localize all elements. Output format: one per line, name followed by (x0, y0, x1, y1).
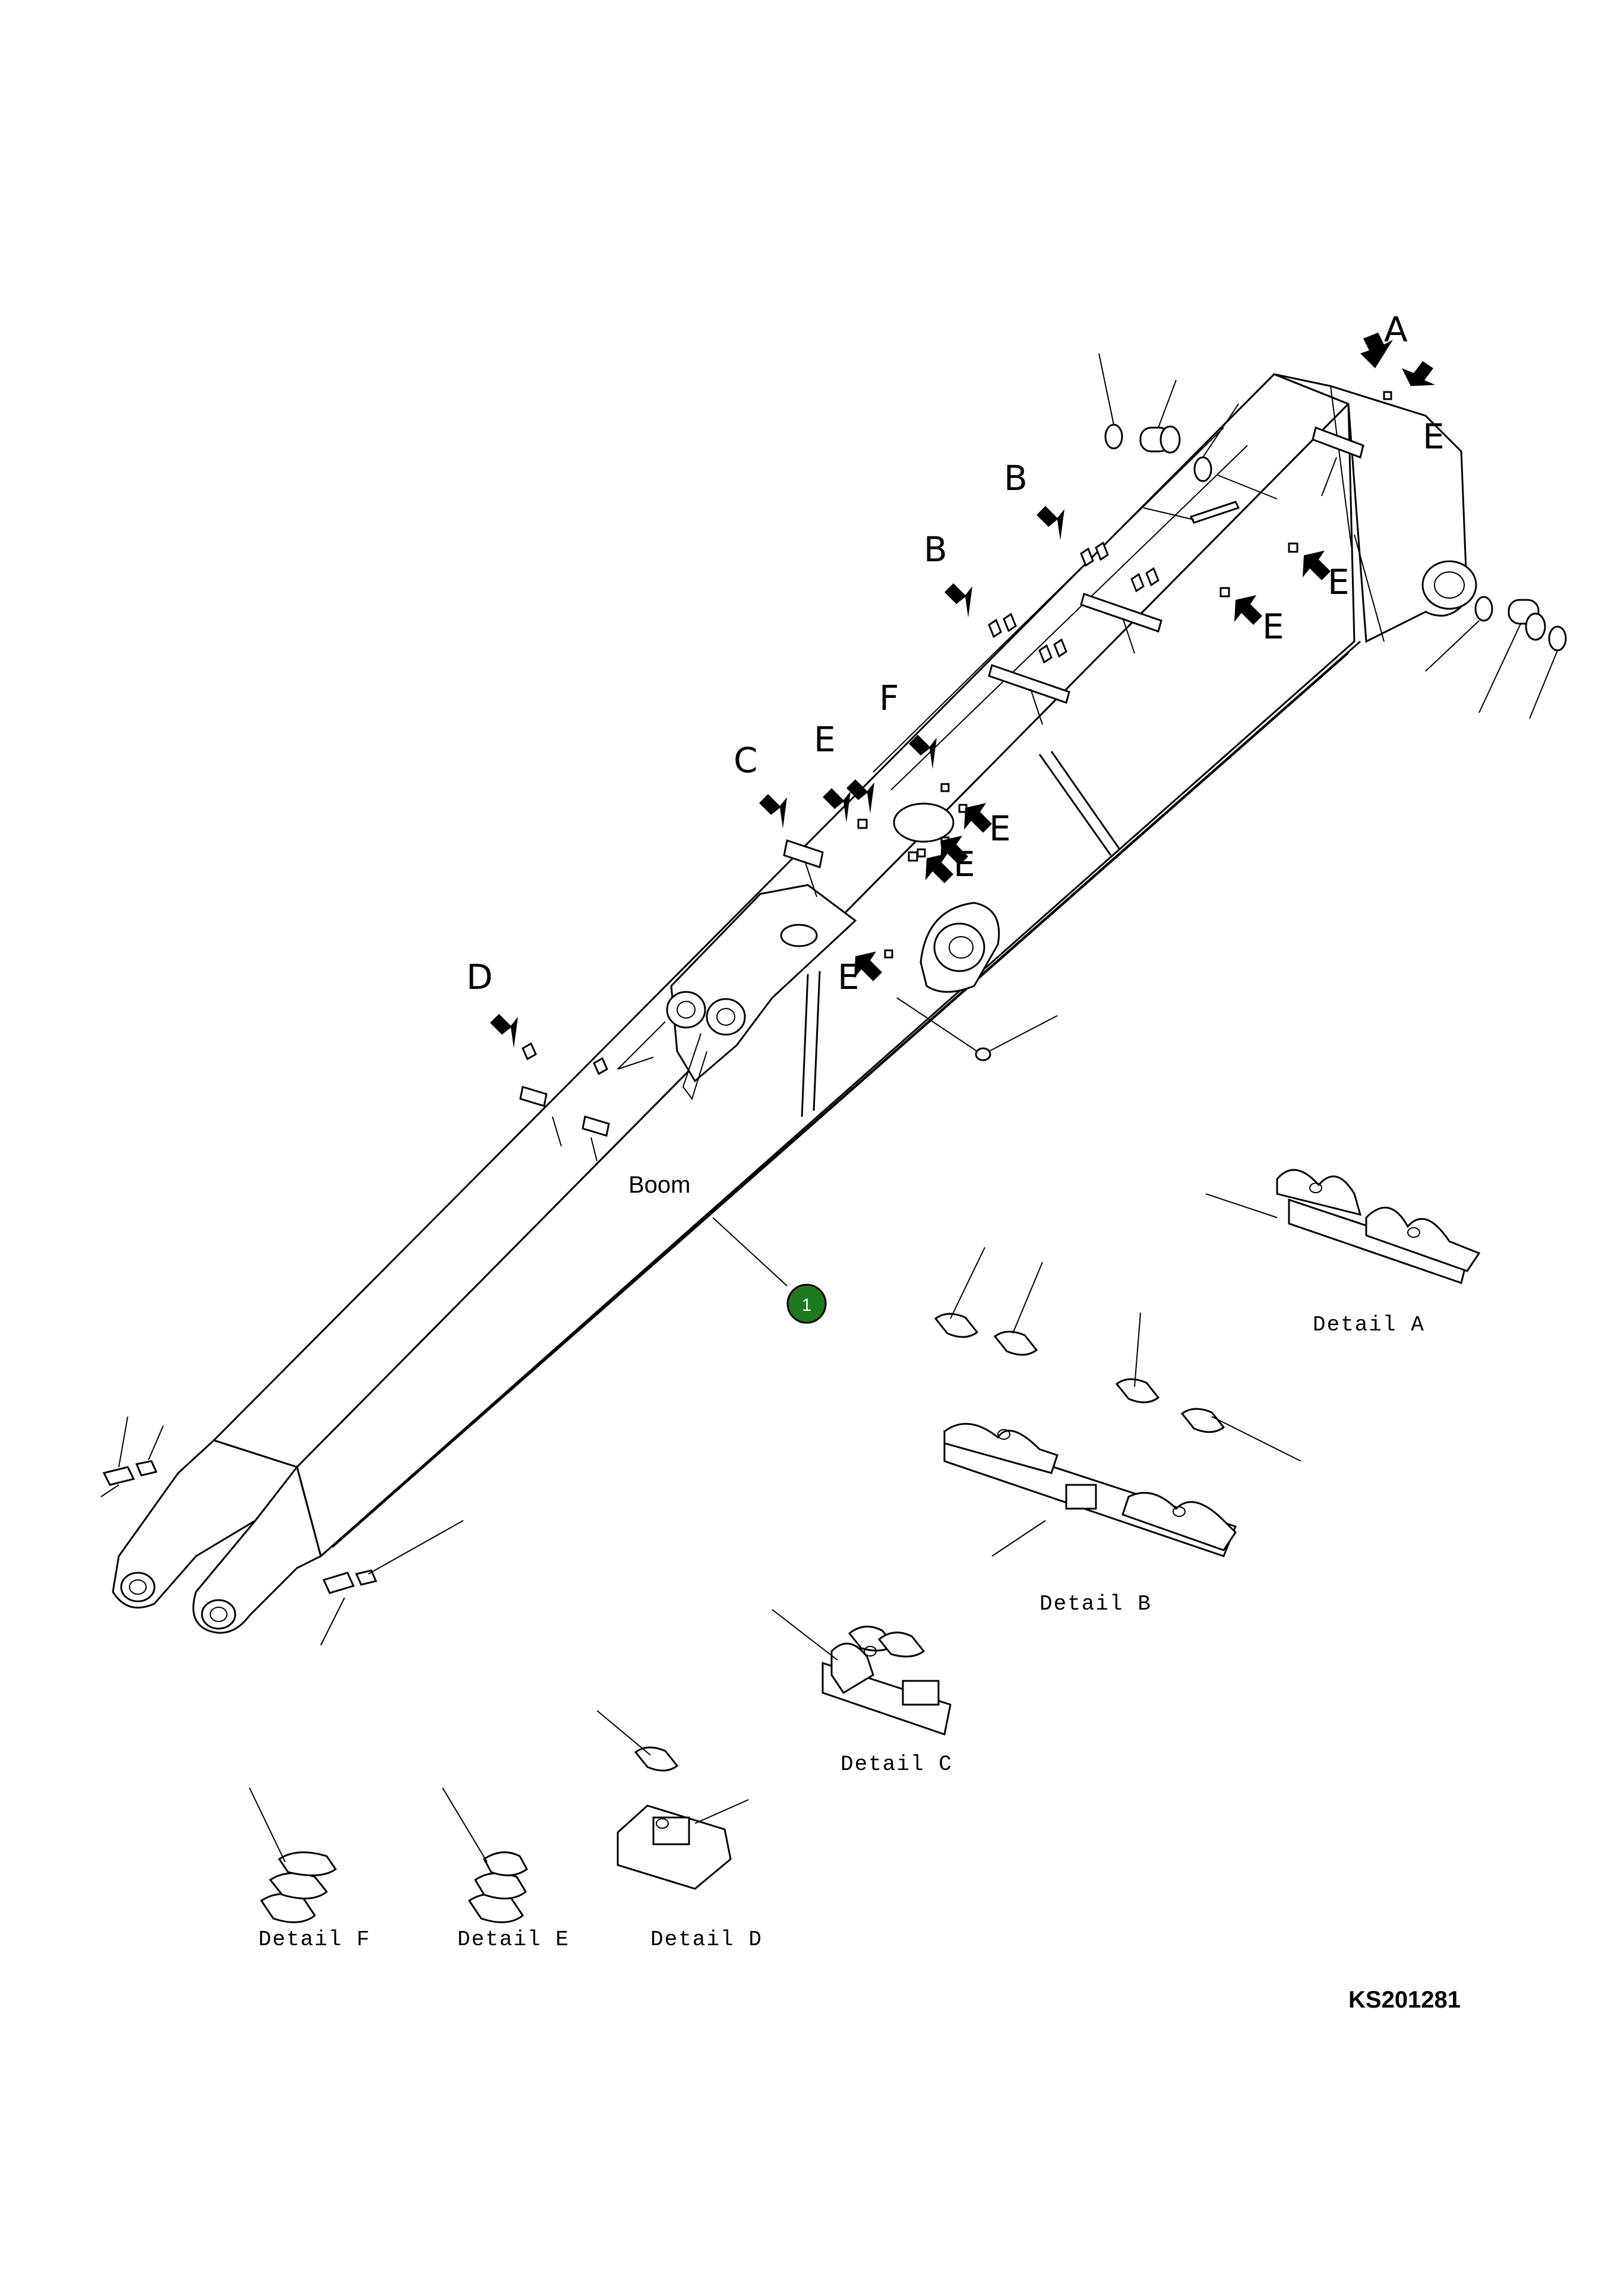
arrow-e7 (940, 836, 968, 865)
view-letter-e: E (814, 719, 836, 760)
detail-label-d: Detail D (650, 1927, 763, 1952)
arrow-e2 (1303, 551, 1331, 580)
detail-label-b: Detail B (1040, 1592, 1152, 1616)
detail-a: Detail A (1205, 1169, 1481, 1337)
callout-1[interactable]: 1 (786, 1284, 827, 1324)
arrow-e8 (925, 854, 953, 883)
arrow-e6 (964, 803, 992, 833)
view-letter-e: E (838, 957, 860, 997)
view-letter-b: B (1004, 458, 1028, 498)
view-letter-e: E (989, 808, 1011, 849)
part-label: Boom (628, 1172, 691, 1198)
view-letter-c: C (734, 740, 758, 780)
head-pin-parts (1098, 353, 1567, 719)
drawing-code: KS201281 (1348, 1987, 1461, 2013)
arrow-e1 (1402, 361, 1435, 386)
arrow-e4 (846, 779, 874, 814)
pivot-plate (920, 902, 1000, 993)
arrow-b1 (1037, 506, 1064, 540)
arrow-e3 (1234, 595, 1262, 625)
arrow-b2 (944, 583, 972, 618)
arrow-e9 (854, 952, 882, 981)
view-letter-f: F (879, 678, 899, 718)
view-letter-a: A (1384, 309, 1408, 350)
arrow-e5 (823, 788, 851, 823)
view-arrows (490, 333, 1435, 1048)
view-letter-e: E (1328, 562, 1350, 602)
callout-badge[interactable] (786, 1284, 827, 1324)
detail-f: Detail F (249, 1787, 371, 1952)
arrow-d1 (490, 1014, 518, 1048)
detail-label-c: Detail C (841, 1752, 953, 1777)
callout-number[interactable]: 1 (802, 1295, 812, 1315)
boom-label-group: Boom (628, 1172, 788, 1287)
detail-b: Detail B (934, 1247, 1301, 1616)
detail-label-f: Detail F (258, 1927, 371, 1952)
arrow-a (1360, 333, 1393, 368)
boom-foot (100, 1416, 464, 1646)
view-letter-e: E (1423, 416, 1445, 457)
detail-d: Detail D (596, 1710, 763, 1952)
cylinder-bracket (617, 802, 955, 1101)
view-letters: A E B B E E F E C E E E D (466, 309, 1445, 997)
detail-label-a: Detail A (1313, 1313, 1425, 1337)
arrow-c (759, 794, 787, 829)
view-letter-e: E (953, 844, 975, 884)
view-letter-d: D (466, 957, 493, 997)
detail-e: Detail E (442, 1787, 570, 1952)
view-letter-e: E (1262, 606, 1284, 647)
boom-head (1274, 373, 1477, 643)
detail-label-e: Detail E (457, 1927, 570, 1952)
boom-clamps (519, 391, 1392, 1162)
view-letter-b: B (924, 529, 947, 570)
arrow-f (909, 735, 937, 769)
detail-c: Detail C (772, 1609, 953, 1777)
